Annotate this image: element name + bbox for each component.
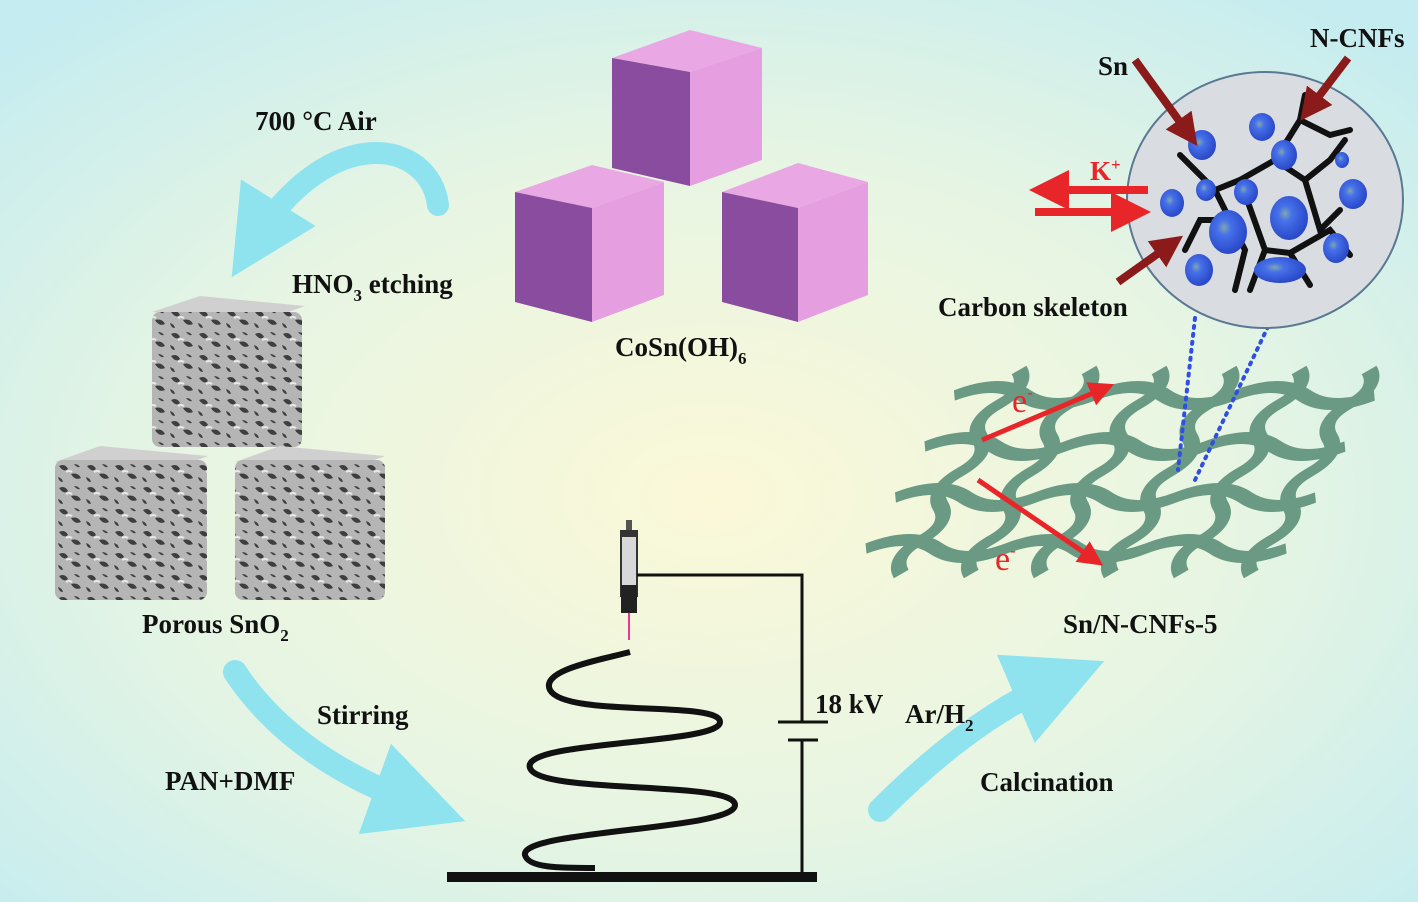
- arrow-calcination-air: [231, 142, 449, 278]
- label-hno3-etching: HNO3 etching: [292, 269, 453, 305]
- label-sn: Sn: [1098, 51, 1128, 81]
- wire: [637, 573, 804, 722]
- label-n-cnfs: N-CNFs: [1310, 23, 1405, 53]
- label-porous-sno2: Porous SnO2: [142, 609, 289, 645]
- label-700c-air: 700 °C Air: [255, 106, 377, 136]
- label-voltage: 18 kV: [815, 689, 884, 719]
- porous-sno2-cube: [152, 296, 305, 447]
- label-pan-dmf: PAN+DMF: [165, 766, 295, 796]
- label-ar-h2: Ar/H2: [905, 699, 974, 735]
- cosnoh6-cube: [515, 165, 664, 322]
- carbon-skeleton-pointer-arrow: [1115, 235, 1184, 286]
- label-sn-ncnfs-5: Sn/N-CNFs-5: [1063, 609, 1218, 639]
- sn-pointer-arrow: [1131, 57, 1198, 146]
- electron-arrow: [981, 382, 1115, 443]
- label-calcination: Calcination: [980, 767, 1114, 797]
- label-carbon-skeleton: Carbon skeleton: [938, 292, 1128, 322]
- label-electron: e-: [1012, 383, 1033, 420]
- cosnoh6-cube: [722, 163, 868, 322]
- carbon-fiber-mesh: [865, 365, 1380, 579]
- ncnfs-pointer-arrow: [1300, 55, 1352, 121]
- fiber-jet: [522, 649, 739, 871]
- label-k-ion: K+: [1090, 155, 1121, 186]
- label-stirring: Stirring: [317, 700, 409, 730]
- cosnoh6-cube: [612, 30, 762, 186]
- magnified-view: [1029, 55, 1404, 482]
- label-electron: e-: [995, 541, 1016, 578]
- electron-arrow: [976, 477, 1104, 566]
- electrospinning-setup: [447, 520, 828, 882]
- sn-particles: [1160, 113, 1367, 286]
- collector-plate: [447, 872, 817, 882]
- label-cosnoh6: CoSn(OH)6: [615, 332, 747, 368]
- arrow-stirring: [223, 660, 466, 835]
- porous-sno2-cube: [235, 446, 385, 600]
- syringe-icon: [620, 520, 638, 640]
- arrow-calcination: [868, 654, 1105, 822]
- porous-sno2-cube: [55, 446, 208, 600]
